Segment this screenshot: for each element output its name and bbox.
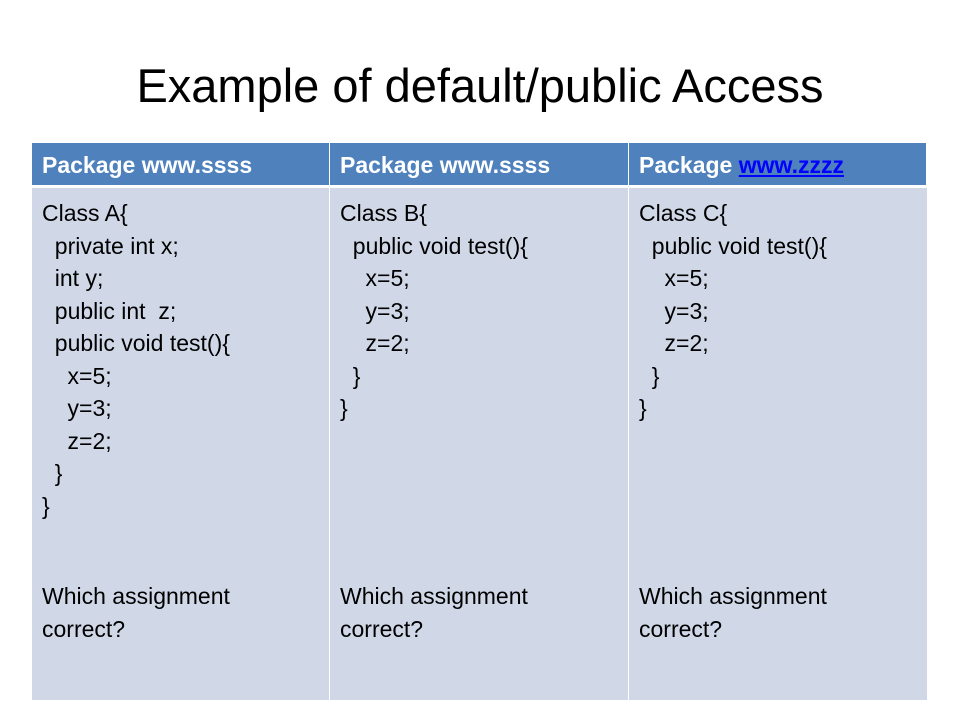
- code-line: x=5;: [340, 265, 410, 291]
- code-line: public int z;: [42, 297, 177, 324]
- code-line: z=2;: [42, 427, 112, 454]
- code-line: y=3;: [42, 395, 112, 421]
- question-line: correct?: [340, 615, 424, 642]
- package-link-zzzz[interactable]: www.zzzz: [738, 152, 844, 178]
- code-line: }: [42, 492, 50, 519]
- slide-title: Example of default/public Access: [136, 59, 824, 112]
- header-prefix: Package: [340, 152, 440, 178]
- code-line: }: [639, 362, 660, 389]
- question-line: Which assignment: [42, 583, 230, 609]
- code-line: }: [340, 395, 348, 421]
- code-line: public void test(){: [42, 330, 230, 356]
- code-line: Class A{: [42, 200, 128, 226]
- code-line: x=5;: [42, 362, 112, 389]
- class-c-cell: Class C{ public void test(){ x=5; y=3; z…: [629, 188, 927, 700]
- code-line: Class C{: [639, 200, 728, 226]
- header-prefix: Package: [639, 152, 739, 178]
- code-line: z=2;: [340, 330, 410, 356]
- class-b-question: Which assignment correct?: [340, 580, 620, 645]
- class-b-code: Class B{ public void test(){ x=5; y=3; z…: [340, 197, 618, 425]
- code-line: }: [42, 460, 63, 486]
- code-line: private int x;: [42, 232, 179, 259]
- class-c-question: Which assignment correct?: [639, 580, 919, 645]
- class-c-code: Class C{ public void test(){ x=5; y=3; z…: [639, 197, 917, 425]
- header-package-ssss-1: Package www.ssss: [32, 143, 330, 188]
- code-line: }: [639, 395, 647, 421]
- header-package-zzzz: Package www.zzzz: [629, 143, 927, 188]
- class-a-question: Which assignment correct?: [42, 580, 321, 645]
- question-line: correct?: [42, 615, 126, 642]
- code-line: int y;: [42, 265, 104, 291]
- class-b-cell: Class B{ public void test(){ x=5; y=3; z…: [330, 188, 629, 700]
- header-package-name: www.ssss: [141, 152, 253, 178]
- package-table: Package www.ssss Package www.ssss Packag…: [32, 143, 927, 700]
- header-package-name: www.ssss: [439, 152, 551, 178]
- class-a-cell: Class A{ private int x; int y; public in…: [32, 188, 330, 700]
- question-line: Which assignment: [340, 583, 528, 609]
- code-line: y=3;: [340, 297, 410, 324]
- question-line: Which assignment: [639, 583, 827, 609]
- code-line: y=3;: [639, 297, 709, 324]
- code-line: }: [340, 362, 361, 389]
- code-line: Class B{: [340, 200, 427, 226]
- header-prefix: Package: [42, 152, 142, 178]
- code-line: public void test(){: [340, 232, 528, 259]
- code-line: public void test(){: [639, 232, 827, 259]
- code-line: x=5;: [639, 265, 709, 291]
- class-a-code: Class A{ private int x; int y; public in…: [42, 197, 319, 522]
- code-line: z=2;: [639, 330, 709, 356]
- header-package-ssss-2: Package www.ssss: [330, 143, 629, 188]
- question-line: correct?: [639, 615, 723, 642]
